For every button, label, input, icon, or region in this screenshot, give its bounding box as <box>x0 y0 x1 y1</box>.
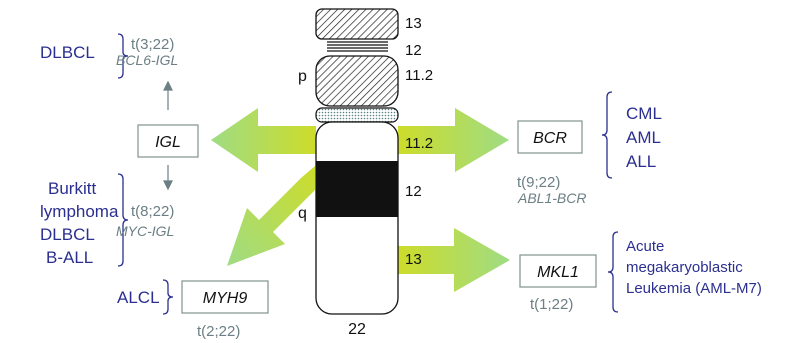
brace-mkl1 <box>608 232 618 312</box>
myh9-gene: MYH9 <box>203 290 248 307</box>
disease-aml: AML <box>626 128 661 147</box>
band-label-q13: 13 <box>405 251 422 268</box>
disease-mkl1-3: Leukemia (AML-M7) <box>626 280 762 297</box>
disease-cml: CML <box>626 104 662 123</box>
bcr-gene: BCR <box>533 130 567 147</box>
arrow-to-igl <box>211 108 316 172</box>
t-1-22: t(1;22) <box>530 296 573 313</box>
disease-mkl1-1: Acute <box>626 238 664 255</box>
arm-label-p: p <box>298 68 307 85</box>
brace-burkitt <box>118 174 128 266</box>
disease-mkl1-2: megakaryoblastic <box>626 259 743 276</box>
chromosome-22 <box>316 9 398 314</box>
arrow-igl-up <box>164 82 172 110</box>
centromere <box>316 108 398 122</box>
band-label-p11-2: 11.2 <box>405 67 433 84</box>
band-label-q12: 12 <box>405 183 422 200</box>
mkl1-gene: MKL1 <box>537 264 579 281</box>
brace-alcl <box>163 280 173 314</box>
t-9-22: t(9;22) <box>517 174 560 191</box>
disease-burkitt-2: lymphoma <box>40 202 119 221</box>
band-label-q11-2: 11.2 <box>405 135 433 152</box>
q-arm <box>316 122 398 314</box>
brace-bcr <box>602 92 612 178</box>
band-q12 <box>316 161 398 217</box>
disease-alcl: ALCL <box>117 288 160 307</box>
disease-all: ALL <box>626 152 656 171</box>
band-p12-stalk <box>327 42 388 51</box>
fusion-bcl6-igl: BCL6-IGL <box>116 52 178 68</box>
band-p11-2 <box>316 56 398 106</box>
disease-burkitt-4: B-ALL <box>46 248 93 267</box>
igl-gene: IGL <box>155 134 181 151</box>
t-3-22: t(3;22) <box>131 36 174 53</box>
arm-label-q: q <box>298 205 307 222</box>
band-label-p12: 12 <box>405 42 422 59</box>
arrow-igl-down <box>164 165 172 189</box>
t-2-22: t(2;22) <box>197 323 240 340</box>
band-p13 <box>316 9 398 39</box>
fusion-abl1-bcr: ABL1-BCR <box>517 190 586 206</box>
disease-burkitt-3: DLBCL <box>40 225 95 244</box>
band-label-p13: 13 <box>405 15 422 32</box>
chromosome-label: 22 <box>348 321 366 338</box>
disease-dlbcl-top: DLBCL <box>40 43 95 62</box>
fusion-myc-igl: MYC-IGL <box>116 223 174 239</box>
t-8-22: t(8;22) <box>131 203 174 220</box>
disease-burkitt-1: Burkitt <box>48 179 96 198</box>
